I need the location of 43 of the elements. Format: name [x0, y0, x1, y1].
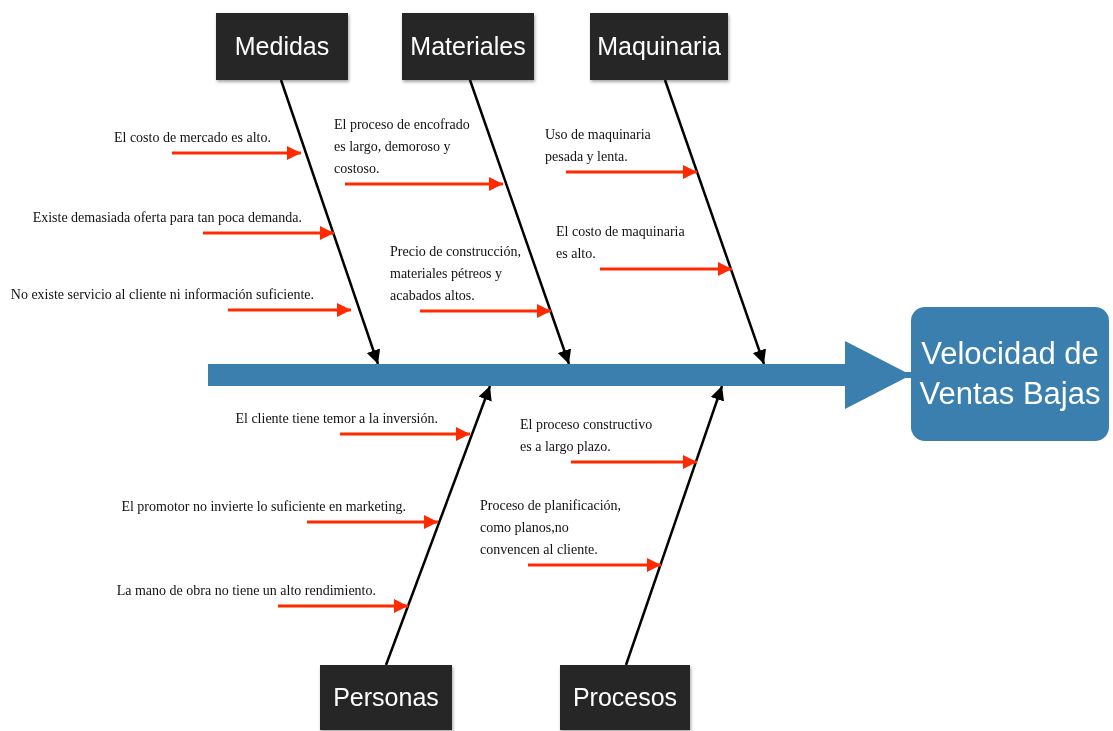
cause-arrow — [600, 262, 732, 276]
cause-arrow — [420, 304, 551, 318]
cause-arrow — [307, 515, 438, 529]
cause-arrow — [571, 455, 697, 469]
spine-arrowhead — [845, 341, 911, 409]
cause-text: Proceso de planificación, como planos,no convencen al cliente. — [480, 497, 623, 559]
category-box — [560, 665, 690, 730]
cause-arrow — [172, 146, 301, 160]
cause-arrow — [228, 303, 351, 317]
cause-text: Precio de construcción, materiales pétreos y acabados altos. — [390, 243, 521, 305]
category-label: Maquinaria — [597, 32, 721, 61]
category-box — [320, 665, 452, 730]
cause-arrow — [340, 427, 470, 441]
cause-text: Existe demasiada oferta para tan poca demanda. — [32, 209, 302, 227]
cause-text: El cliente tiene temor a la inversión. — [235, 410, 438, 428]
cause-arrow — [278, 599, 408, 613]
bone-arrow — [279, 79, 381, 365]
cause-text: El costo de mercado es alto. — [113, 129, 271, 147]
bone-arrow — [384, 385, 492, 666]
category-box — [216, 13, 348, 80]
spine-bar — [208, 364, 845, 386]
cause-text: El proceso constructivo es a largo plazo. — [520, 416, 654, 456]
cause-arrow — [345, 177, 503, 191]
cause-text: No existe servicio al cliente ni información suficiente. — [10, 286, 314, 304]
bone-arrow — [663, 79, 766, 365]
cause-arrow — [203, 226, 334, 240]
category-label: Procesos — [572, 683, 678, 712]
effect-label: Velocidad de Ventas Bajas — [918, 334, 1102, 413]
category-label: Personas — [333, 683, 439, 712]
cause-arrow — [528, 558, 661, 572]
effect-box — [911, 307, 1109, 441]
bone-arrow — [468, 79, 571, 365]
cause-text: El promotor no invierte lo suficiente en marketing. — [121, 498, 406, 516]
category-box — [402, 13, 534, 80]
cause-text: El costo de maquinaria es alto. — [556, 223, 686, 263]
cause-text: El proceso de encofrado es largo, demoroso y costoso. — [334, 116, 471, 178]
cause-text: Uso de maquinaria pesada y lenta. — [545, 126, 652, 166]
bone-arrow — [624, 385, 725, 666]
cause-arrow — [566, 165, 697, 179]
category-box — [590, 13, 728, 80]
category-label: Materiales — [410, 32, 526, 61]
category-label: Medidas — [234, 32, 330, 61]
cause-text: La mano de obra no tiene un alto rendimiento. — [116, 582, 376, 600]
